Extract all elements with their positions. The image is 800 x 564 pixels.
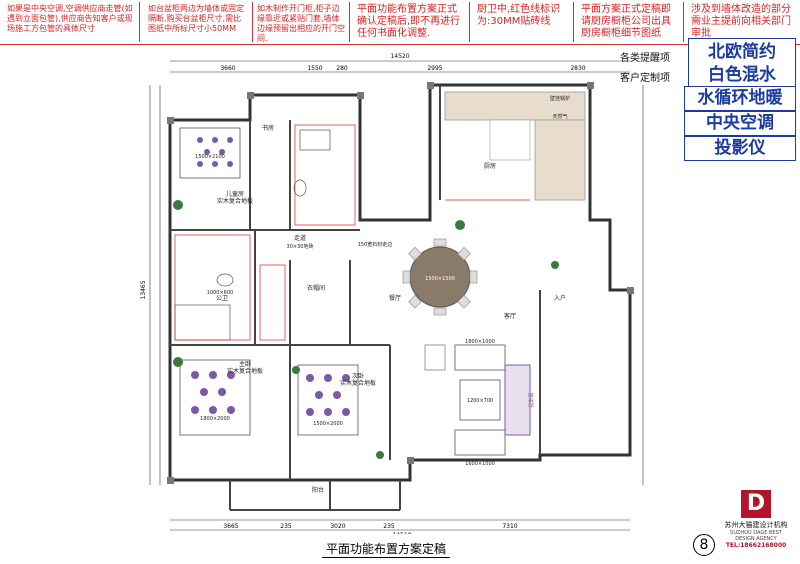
feature-1: 白色混水 xyxy=(708,65,776,85)
note-5: 平面方案正式定稿即请厨房橱柜公司出具厨房橱柜细节图纸 xyxy=(578,2,684,42)
anno-bed-kids: 1500×2100 xyxy=(195,154,225,160)
room-hall: 走道 xyxy=(294,234,306,242)
logo-mark: D xyxy=(741,490,771,518)
living-furniture xyxy=(424,344,531,456)
room-bath: 公卫 xyxy=(216,295,228,302)
drawing-title: 平面功能布置方案定稿 xyxy=(322,540,451,558)
dim-bottom-0: 3665 xyxy=(223,523,238,530)
dim-top-0: 3660 xyxy=(220,65,235,72)
room-study: 书房 xyxy=(262,124,274,132)
plan-annotations: 1500×1500 1800×1000 1600×1000 1200×700 1… xyxy=(195,95,570,467)
note-4: 厨卫中,红色线标识为:30MM贴砖线 xyxy=(474,2,574,42)
anno-screen: 投影幕 xyxy=(528,392,535,407)
dimension-lines xyxy=(149,60,644,531)
bath-fixtures xyxy=(174,129,331,341)
dim-bottom-2: 3020 xyxy=(330,523,345,530)
interior-walls xyxy=(170,85,541,511)
bedding-pattern xyxy=(191,137,350,416)
tile-lines xyxy=(174,124,530,341)
anno-vanity: 1000×600 xyxy=(207,290,233,296)
anno-sofa: 1800×1000 xyxy=(465,339,495,345)
page-number: 8 xyxy=(693,534,715,556)
anno-bed-master: 1800×2000 xyxy=(200,416,230,422)
beds xyxy=(179,127,359,436)
room-second: 次卧实木复合地板 xyxy=(340,372,376,387)
room-entry: 入户 xyxy=(554,294,566,302)
note-6: 涉及到墙体改造的部分需业主提前向相关部门审批 xyxy=(691,4,791,39)
feature-4: 投影仪 xyxy=(684,136,796,161)
studio-logo: D 苏州大猫建设计机构 SUZHOU DAGE BEST DESIGN AGEN… xyxy=(720,490,792,560)
anno-stone: 150宽石材走边 xyxy=(358,241,393,248)
dim-top-2: 280 xyxy=(336,65,348,72)
room-living: 客厅 xyxy=(504,312,516,320)
feature-2: 水循环地暖 xyxy=(684,86,796,111)
kitchen-counter xyxy=(444,91,586,201)
logo-name: 苏州大猫建设计机构 xyxy=(724,521,788,529)
dim-bottom-4: 7310 xyxy=(502,523,517,530)
dining-chairs xyxy=(402,238,478,316)
anno-sofa2: 1600×1000 xyxy=(465,461,495,467)
dim-bottom-3: 235 xyxy=(383,523,395,530)
note-1: 如台盆柜两边为墙体或固定隔断,购买台盆柜尺寸,需比图纸中所标尺寸小50MM xyxy=(145,2,253,42)
room-dining: 餐厅 xyxy=(389,294,401,302)
room-labels: 儿童房实木复合地板 公卫 主卧实木复合地板 次卧实木复合地板 走道 餐厅 客厅 … xyxy=(216,124,566,494)
dim-bottom-overall: 14510 xyxy=(392,532,411,534)
dim-top-3: 2995 xyxy=(427,65,442,72)
note-0: 如果是中央空调,空调供应商走管(如遇到立面包管),供应商告知客户或现场施工方包管… xyxy=(4,2,140,42)
feature-0: 北欧简约 xyxy=(708,42,776,62)
dim-left-total: 13465 xyxy=(140,280,147,299)
notes-bar: 如果是中央空调,空调供应商走管(如遇到立面包管),供应商告知客户或现场施工方包管… xyxy=(0,0,800,45)
room-kids: 儿童房实木复合地板 xyxy=(217,190,253,205)
note-2: 如木制作开门柜,柜子边缘靠近或紧贴门套,墙体边缘预留出相应的开门空间. xyxy=(254,2,350,43)
plants xyxy=(173,200,559,459)
dim-top-4: 2830 xyxy=(570,65,585,72)
kitchen-island xyxy=(489,119,531,161)
anno-table: 1500×1500 xyxy=(425,276,455,282)
logo-tel: TEL:18662168000 xyxy=(725,542,787,549)
anno-gas: 天然气 xyxy=(552,113,567,120)
feature-3: 中央空调 xyxy=(684,111,796,136)
room-master: 主卧实木复合地板 xyxy=(227,360,263,375)
anno-boiler: 壁挂锅炉 xyxy=(550,95,570,102)
custom-label: 客户定制项 xyxy=(620,73,670,84)
anno-coffee: 1200×700 xyxy=(467,398,493,404)
note-3: 平面功能布置方案正式确认定稿后,即不再进行任何书面化调整. xyxy=(354,2,470,42)
logo-en: SUZHOU DAGE BEST DESIGN AGENCY xyxy=(730,530,782,542)
dim-top-1: 1550 xyxy=(307,65,322,72)
anno-bed-second: 1500×2000 xyxy=(313,421,343,427)
room-balcony: 阳台 xyxy=(312,486,324,494)
anno-tile: 30×30地砖 xyxy=(287,243,314,250)
room-closet: 衣帽间 xyxy=(307,284,325,292)
provided-label: 各类提醒项 xyxy=(620,53,670,64)
dim-bottom-1: 235 xyxy=(280,523,292,530)
columns xyxy=(167,82,634,484)
dim-overall: 14520 xyxy=(390,53,409,60)
room-kitchen: 厨房 xyxy=(484,162,496,170)
floor-plan: 14520 3660 1550 280 2995 2830 3665 235 3… xyxy=(140,53,644,534)
